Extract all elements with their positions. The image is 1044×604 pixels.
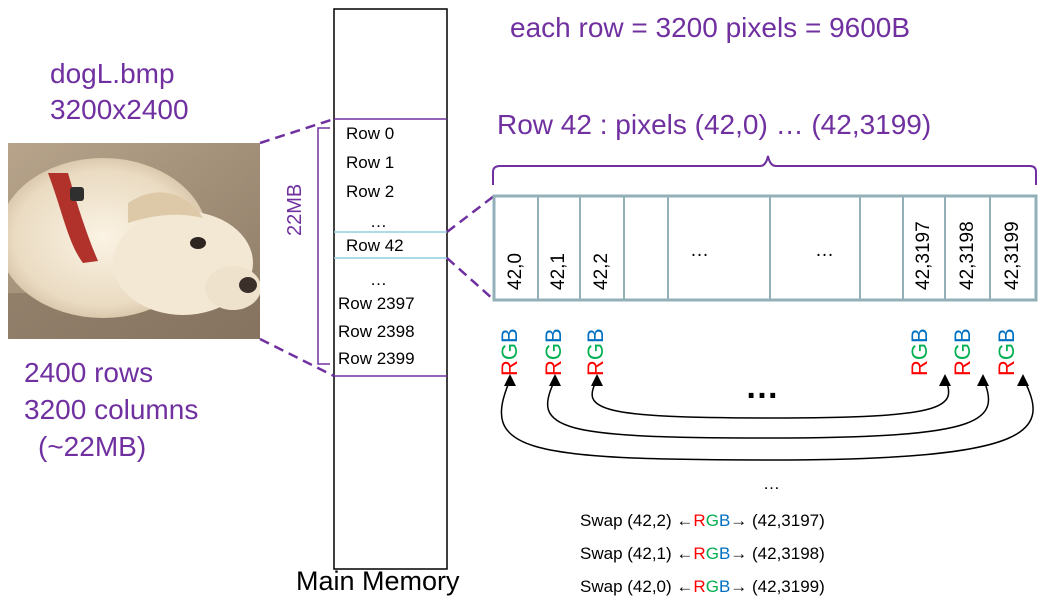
rgb-b: B bbox=[497, 328, 522, 343]
dog-photo bbox=[8, 143, 260, 339]
swap-left: (42,1) bbox=[627, 544, 672, 563]
rgb-g: G bbox=[541, 342, 566, 361]
row42-link-top bbox=[446, 195, 495, 233]
rgb-g: G bbox=[994, 342, 1019, 361]
pixel-cell-label: 42,3198 bbox=[956, 221, 978, 290]
rgb-b: B bbox=[583, 328, 608, 343]
arrow-heads bbox=[504, 374, 1029, 386]
swap-g: G bbox=[705, 511, 719, 530]
swap-word: Swap bbox=[580, 544, 623, 563]
memory-row: … bbox=[370, 212, 387, 231]
swap-arrow-right: → bbox=[730, 511, 748, 530]
rgb-b: B bbox=[994, 328, 1019, 343]
swap-b: B bbox=[718, 577, 731, 596]
row-title: Row 42 : pixels (42,0) … (42,3199) bbox=[497, 109, 932, 140]
rgb-label: RGB bbox=[541, 328, 567, 376]
rgb-label: RGB bbox=[950, 328, 976, 376]
pixel-ellipsis: … bbox=[690, 240, 709, 261]
rgb-b: B bbox=[541, 328, 566, 343]
photo-link-top bbox=[259, 117, 335, 145]
swap-arrows bbox=[500, 377, 1034, 461]
rgb-r: R bbox=[541, 360, 566, 376]
file-name: dogL.bmp bbox=[50, 58, 175, 89]
memory-row: … bbox=[370, 270, 387, 289]
pixel-ellipsis: … bbox=[815, 240, 834, 261]
photo-link-bottom bbox=[259, 337, 335, 378]
swap-r: R bbox=[693, 511, 706, 530]
pixel-cell-label: 42,3199 bbox=[1002, 221, 1023, 290]
swap-word: Swap bbox=[580, 577, 623, 596]
memory-size-label: 22MB bbox=[284, 183, 306, 236]
rgb-r: R bbox=[497, 360, 522, 376]
pixel-cell-label: 42,3197 bbox=[913, 221, 934, 290]
pixel-row-box bbox=[492, 194, 1038, 302]
memory-box bbox=[333, 8, 448, 570]
arrows-ellipsis: … bbox=[745, 368, 779, 406]
rgb-label: RGB bbox=[497, 328, 523, 376]
rgb-r: R bbox=[994, 360, 1019, 376]
rgb-label: RGB bbox=[907, 328, 933, 376]
pixel-cell-label: 42,0 bbox=[505, 253, 526, 290]
swap-line: Swap (42,0) ←RGB→ (42,3199) bbox=[580, 577, 825, 597]
swap-b: B bbox=[718, 511, 731, 530]
image-rows: 2400 rows bbox=[24, 357, 154, 388]
rgb-g: G bbox=[907, 342, 932, 361]
swap-arrow-inner bbox=[591, 377, 950, 419]
memory-row: Row 1 bbox=[346, 153, 395, 172]
pixel-cell-dividers bbox=[537, 196, 991, 300]
swap-arrow-middle bbox=[546, 377, 990, 439]
pixel-cell-label: 42,1 bbox=[548, 253, 569, 290]
swap-arrow-outer bbox=[500, 377, 1034, 461]
rgb-g: G bbox=[583, 342, 608, 361]
swap-r: R bbox=[693, 577, 706, 596]
memory-row: Row 2397 bbox=[338, 294, 415, 313]
swap-right: (42,3199) bbox=[752, 577, 825, 596]
swap-g: G bbox=[705, 577, 719, 596]
row-bytes-label: each row = 3200 pixels = 9600B bbox=[510, 12, 911, 43]
swap-arrow-left: ← bbox=[676, 577, 694, 596]
image-columns: 3200 columns bbox=[24, 394, 199, 425]
rgb-r: R bbox=[950, 360, 975, 376]
memory-row: Row 2399 bbox=[338, 349, 415, 368]
swap-right: (42,3198) bbox=[752, 544, 825, 563]
memory-label: Main Memory bbox=[296, 566, 460, 596]
rgb-label: RGB bbox=[994, 328, 1020, 376]
swap-left: (42,0) bbox=[627, 577, 672, 596]
rgb-g: G bbox=[950, 342, 975, 361]
rgb-label: RGB bbox=[583, 328, 609, 376]
pixel-cell-label: 42,2 bbox=[591, 253, 612, 290]
memory-row: Row 2 bbox=[346, 182, 395, 201]
swap-line: Swap (42,2) ←RGB→ (42,3197) bbox=[580, 511, 825, 531]
swap-left: (42,2) bbox=[627, 511, 672, 530]
swap-line: Swap (42,1) ←RGB→ (42,3198) bbox=[580, 544, 825, 564]
file-size: 3200x2400 bbox=[50, 94, 189, 125]
image-memory: (~22MB) bbox=[38, 431, 147, 462]
row-brace bbox=[492, 155, 1037, 185]
memory-row: Row 2398 bbox=[338, 322, 415, 341]
memory-row: Row 42 bbox=[346, 236, 404, 255]
swap-right: (42,3197) bbox=[752, 511, 825, 530]
swap-g: G bbox=[705, 544, 719, 563]
swap-arrow-left: ← bbox=[676, 511, 694, 530]
rgb-g: G bbox=[497, 342, 522, 361]
size-bracket bbox=[317, 127, 330, 365]
rgb-r: R bbox=[907, 360, 932, 376]
swap-arrow-right: → bbox=[730, 577, 748, 596]
swap-b: B bbox=[718, 544, 731, 563]
swap-r: R bbox=[693, 544, 706, 563]
swap-arrow-right: → bbox=[730, 544, 748, 563]
row42-link-bottom bbox=[446, 257, 495, 301]
memory-row: Row 0 bbox=[346, 124, 395, 143]
swap-word: Swap bbox=[580, 511, 623, 530]
swap-arrow-left: ← bbox=[676, 544, 694, 563]
swap-list-ellipsis: … bbox=[763, 474, 780, 493]
rgb-r: R bbox=[583, 360, 608, 376]
rgb-b: B bbox=[907, 328, 932, 343]
rgb-b: B bbox=[950, 328, 975, 343]
